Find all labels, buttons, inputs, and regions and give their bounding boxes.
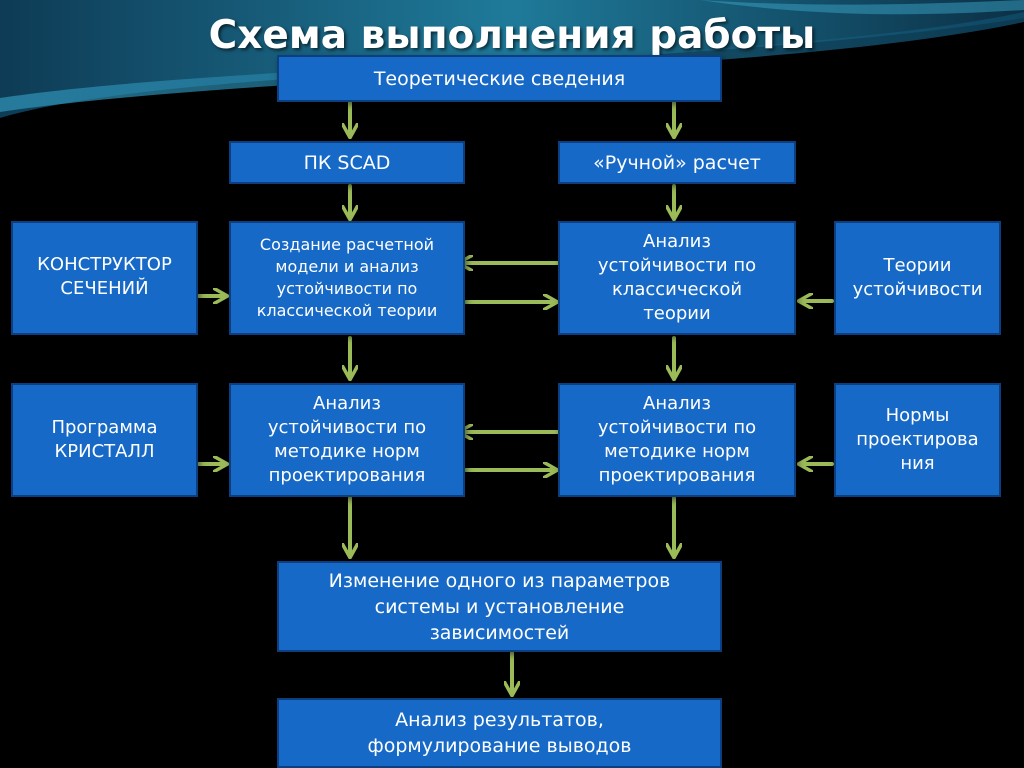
node-classic-analysis-label: Анализ устойчивости по классической теор… [597, 231, 757, 324]
node-section-constructor: КОНСТРУКТОР СЕЧЕНИЙ [11, 221, 198, 335]
node-norms-analysis-right-label: Анализ устойчивости по методике норм про… [597, 393, 757, 486]
node-param-change: Изменение одного из параметров системы и… [277, 561, 722, 652]
node-model-creation-label: Создание расчетной модели и анализ устой… [256, 235, 438, 320]
node-section-constructor-label: КОНСТРУКТОР СЕЧЕНИЙ [37, 254, 172, 299]
node-pk-scad: ПК SCAD [229, 141, 465, 184]
node-model-creation: Создание расчетной модели и анализ устой… [229, 221, 465, 335]
node-classic-analysis: Анализ устойчивости по классической теор… [558, 221, 796, 335]
node-design-norms-label: Нормы проектирова ния [856, 405, 979, 474]
node-kristall-program: Программа КРИСТАЛЛ [11, 383, 198, 497]
node-stability-theories-label: Теории устойчивости [852, 255, 983, 300]
node-design-norms: Нормы проектирова ния [834, 383, 1001, 497]
node-manual-calc: «Ручной» расчет [558, 141, 796, 184]
node-manual-calc-label: «Ручной» расчет [593, 151, 761, 174]
node-theory-info: Теоретические сведения [277, 55, 722, 102]
node-param-change-label: Изменение одного из параметров системы и… [328, 569, 671, 644]
node-results-analysis: Анализ результатов, формулирование вывод… [277, 698, 722, 768]
node-stability-theories: Теории устойчивости [834, 221, 1001, 335]
node-norms-analysis-right: Анализ устойчивости по методике норм про… [558, 383, 796, 497]
node-norms-analysis-left: Анализ устойчивости по методике норм про… [229, 383, 465, 497]
node-pk-scad-label: ПК SCAD [303, 151, 391, 174]
node-kristall-program-label: Программа КРИСТАЛЛ [51, 417, 158, 462]
node-results-analysis-label: Анализ результатов, формулирование вывод… [367, 709, 632, 757]
node-norms-analysis-left-label: Анализ устойчивости по методике норм про… [267, 393, 427, 486]
slide-title: Схема выполнения работы [208, 13, 816, 58]
node-theory-info-label: Теоретические сведения [373, 67, 626, 90]
